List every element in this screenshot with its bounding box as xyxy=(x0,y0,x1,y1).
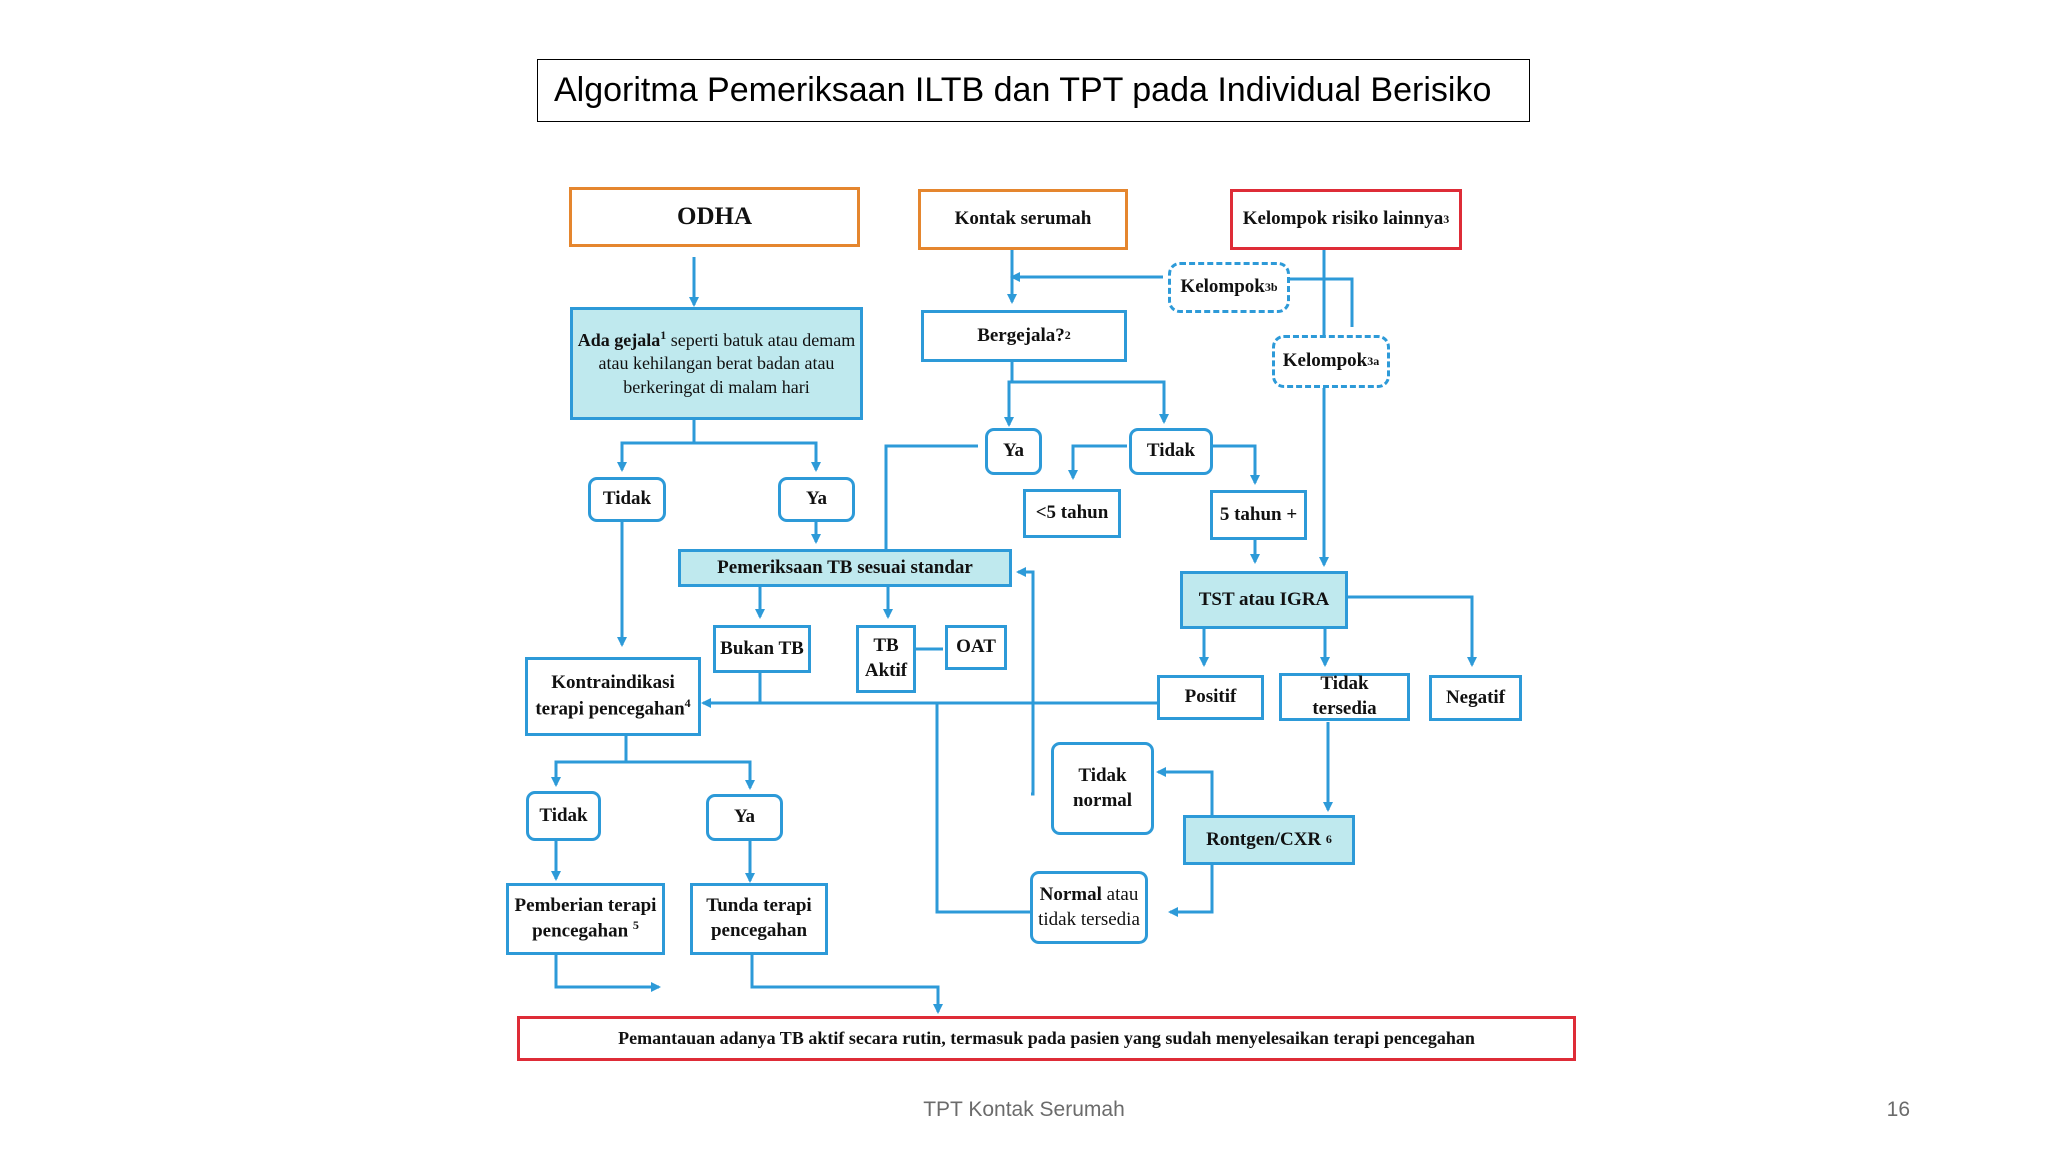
kelompok-risiko-footnote: 3 xyxy=(1443,211,1450,226)
kontak-serumah-box: Kontak serumah xyxy=(918,189,1128,250)
positif-box: Positif xyxy=(1157,675,1264,720)
kontraindikasi-box: Kontraindikasi terapi pencegahan4 xyxy=(525,657,701,736)
ada-gejala-footnote: 1 xyxy=(660,327,667,342)
kelompok-3a-footnote: 3a xyxy=(1367,353,1380,368)
kontraindikasi-label: Kontraindikasi terapi pencegahan xyxy=(535,672,685,720)
kontraindikasi-footnote: 4 xyxy=(684,695,691,710)
bukan-tb-box: Bukan TB xyxy=(713,625,811,673)
tst-igra-box: TST atau IGRA xyxy=(1180,571,1348,629)
bergejala-footnote: 2 xyxy=(1064,328,1071,343)
tb-aktif-box: TB Aktif xyxy=(856,625,916,693)
tidak-kontak-box: Tidak xyxy=(1129,428,1213,475)
tidak-kontraindikasi-box: Tidak xyxy=(526,791,601,841)
rontgen-label: Rontgen/CXR xyxy=(1206,828,1322,850)
pemeriksaan-tb-box: Pemeriksaan TB sesuai standar xyxy=(678,549,1012,587)
pemberian-footnote: 5 xyxy=(632,918,639,933)
ya-kontak-box: Ya xyxy=(985,428,1042,475)
tidak-tersedia-box: Tidak tersedia xyxy=(1279,673,1410,721)
pemberian-terapi-box: Pemberian terapi pencegahan 5 xyxy=(506,883,665,955)
ya-kontraindikasi-box: Ya xyxy=(706,794,783,841)
pemberian-label: Pemberian terapi pencegahan xyxy=(514,894,657,942)
tidak-normal-box: Tidak normal xyxy=(1051,742,1154,835)
pemantauan-box: Pemantauan adanya TB aktif secara rutin,… xyxy=(517,1016,1576,1061)
slide-title: Algoritma Pemeriksaan ILTB dan TPT pada … xyxy=(537,59,1530,122)
rontgen-footnote: 6 xyxy=(1325,832,1332,847)
tunda-terapi-box: Tunda terapi pencegahan xyxy=(690,883,828,955)
normal-bold: Normal xyxy=(1039,883,1102,905)
tidak-odha-box: Tidak xyxy=(588,477,666,522)
ada-gejala-bold: Ada gejala xyxy=(577,329,661,350)
kelompok-3a-label: Kelompok xyxy=(1282,350,1368,372)
ada-gejala-box: Ada gejala1 seperti batuk atau demam ata… xyxy=(570,307,863,420)
kelompok-3b-label: Kelompok xyxy=(1180,276,1265,298)
bergejala-box: Bergejala?2 xyxy=(921,310,1127,362)
kelompok-risiko-label: Kelompok risiko lainnya xyxy=(1242,208,1444,230)
kurang-5-tahun-box: <5 tahun xyxy=(1023,489,1121,538)
odha-box: ODHA xyxy=(569,187,860,247)
oat-box: OAT xyxy=(945,625,1007,670)
normal-tidak-tersedia-box: Normal atau tidak tersedia xyxy=(1030,871,1148,944)
ada-gejala-text: seperti batuk atau demam atau kehilangan… xyxy=(598,329,856,397)
rontgen-cxr-box: Rontgen/CXR 6 xyxy=(1183,815,1355,865)
kelompok-3b-footnote: 3b xyxy=(1264,279,1278,294)
slide-footer: TPT Kontak Serumah xyxy=(923,1098,1125,1121)
page-number: 16 xyxy=(1886,1098,1910,1121)
normal-rest: atau tidak tersedia xyxy=(1038,883,1140,930)
negatif-box: Negatif xyxy=(1429,675,1522,721)
ya-odha-box: Ya xyxy=(778,477,855,522)
bergejala-label: Bergejala? xyxy=(977,324,1065,346)
5-tahun-plus-box: 5 tahun + xyxy=(1210,490,1307,540)
